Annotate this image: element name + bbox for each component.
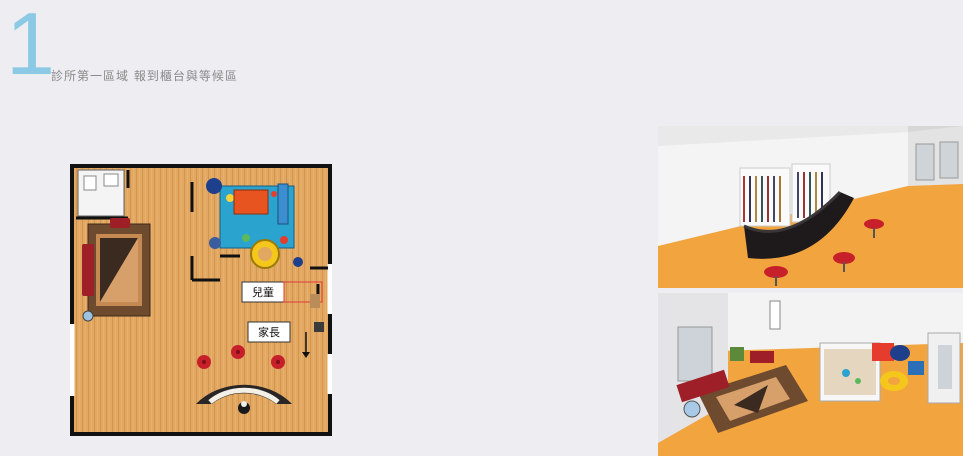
red-sofa [82,244,94,296]
bookshelf [739,167,791,227]
section-number: 1 [6,0,55,93]
waiting-area-render [658,293,963,456]
reception-counter [196,384,292,404]
red-sofa-3d [676,369,730,403]
label-parents: 家長 [258,325,280,339]
bean-bag [206,178,222,194]
walls [658,293,963,353]
red-chair-3d [764,266,788,278]
orange-floor-bottom [658,343,963,456]
reception-render [658,126,963,288]
section-title: 診所第一區域 報到櫃台與等候區 [51,69,238,83]
kids-table [233,189,269,215]
floor-plan: 兒童 家長 [70,164,332,436]
reception-counter-3d [744,192,854,259]
label-children: 兒童 [252,285,274,299]
